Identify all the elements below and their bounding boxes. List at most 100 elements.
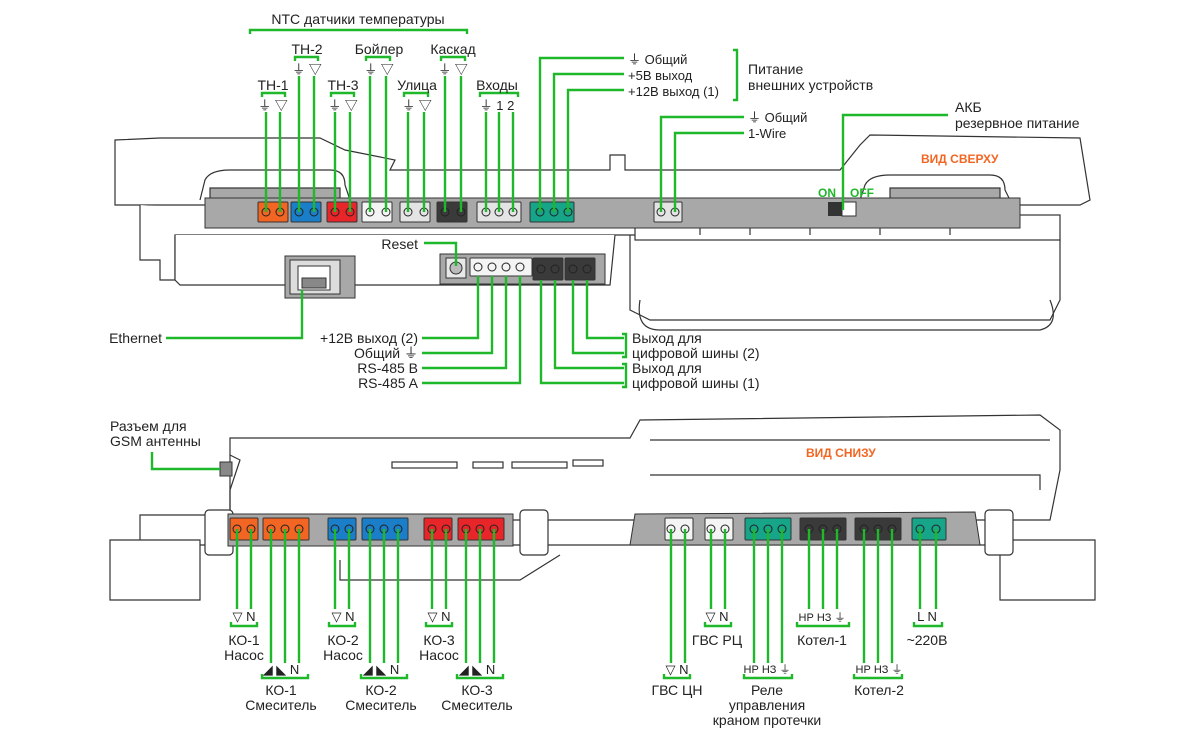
sensor-boiler-pins: ⏚ ▽	[364, 62, 394, 77]
mixer2-pins: ◢ ◣ N	[362, 662, 400, 677]
bus-12v-label: +12В выход (2)	[320, 330, 418, 346]
sensor-th1-pins: ⏚ ▽	[258, 98, 288, 113]
wire	[841, 113, 948, 210]
gsm-wire	[150, 452, 220, 471]
sensor-boiler-label: Бойлер	[354, 41, 404, 57]
screw-terminal	[501, 262, 511, 272]
connector-th2[interactable]	[290, 201, 322, 223]
wire	[673, 131, 744, 212]
sensor-th2-pins: ⏚ ▽	[292, 62, 322, 77]
pump3-pins: ▽ N	[427, 609, 451, 624]
onewire-label: 1-Wire	[748, 126, 787, 141]
bracket	[229, 622, 259, 628]
connector-mains[interactable]	[911, 517, 947, 541]
power-common-label: ⏚ Общий	[628, 52, 688, 67]
wire	[422, 276, 522, 385]
ethernet-label: Ethernet	[109, 330, 162, 346]
reset-wire	[424, 241, 458, 266]
wire	[571, 280, 624, 355]
bracket	[402, 91, 430, 97]
mixer1-name-2: Смеситель	[245, 697, 317, 713]
power-group-label-1: Питание	[748, 61, 804, 77]
pump1-name-1: КО-1	[228, 632, 260, 648]
inputs-label: Входы	[476, 77, 518, 93]
sensor-outdoor-label: Улица	[397, 77, 437, 93]
connector-digital-bus2[interactable]	[564, 257, 596, 281]
connector-dhw-rc[interactable]	[704, 517, 734, 541]
mixer2-name-2: Смеситель	[345, 697, 417, 713]
mixer3-pins: ◢ ◣ N	[458, 662, 496, 677]
top-view-title: ВИД СВЕРХУ	[921, 152, 999, 166]
wire	[585, 280, 624, 340]
screw-terminal	[582, 264, 592, 274]
battery-switch[interactable]	[828, 201, 857, 217]
bracket	[364, 55, 392, 61]
sensor-cascade-label: Каскад	[430, 41, 476, 57]
bracket	[733, 48, 739, 102]
digital-bus1-label-1: Выход для	[632, 360, 702, 376]
wire	[539, 280, 624, 385]
connector-th3[interactable]	[326, 201, 358, 223]
rs485-b-label: RS-485 B	[357, 360, 418, 376]
gsm-label-2: GSM антенны	[110, 433, 201, 449]
pump1-name-2: Насос	[224, 647, 264, 663]
pump2-name-1: КО-2	[327, 632, 359, 648]
bracket	[327, 622, 357, 628]
screw-terminal	[515, 262, 525, 272]
connector-pump2[interactable]	[327, 517, 357, 541]
boiler2-name: Котел-2	[854, 682, 904, 698]
leak-relay-name-3: краном протечки	[712, 712, 822, 728]
connector-bus[interactable]	[469, 257, 533, 277]
bracket	[260, 674, 310, 680]
connector-outdoor-sensor[interactable]	[399, 201, 431, 223]
connector-pump1[interactable]	[229, 517, 259, 541]
dhw-rc-name: ГВС РЦ	[691, 632, 743, 648]
gsm-connector[interactable]	[219, 461, 233, 477]
connector-th1[interactable]	[257, 201, 289, 223]
sensor-th1-label: ТН-1	[257, 77, 289, 93]
screw-terminal	[536, 264, 546, 274]
mixer1-pins: ◢ ◣ N	[262, 662, 300, 677]
connector-cascade[interactable]	[436, 201, 468, 223]
bracket	[329, 91, 356, 97]
brackets	[229, 28, 944, 680]
mains-name: ~220В	[906, 632, 948, 648]
connector-body	[564, 257, 596, 281]
bracket	[478, 91, 520, 97]
bracket	[359, 674, 409, 680]
screw-terminal	[487, 262, 497, 272]
bottom-view-title: ВИД СНИЗУ	[806, 446, 876, 460]
screw-terminal	[550, 264, 560, 274]
bracket	[795, 622, 851, 628]
connector-boiler-sensor[interactable]	[361, 201, 393, 223]
power-group-label-2: внешних устройств	[748, 77, 874, 93]
bracket	[455, 674, 505, 680]
sensor-cascade-pins: ⏚ ▽	[438, 62, 468, 77]
connector-body	[532, 257, 564, 281]
reset-button[interactable]	[445, 257, 467, 279]
wire	[422, 276, 508, 370]
bracket	[703, 622, 733, 628]
pump2-name-2: Насос	[323, 647, 363, 663]
boiler1-pins: НР НЗ ⏚	[798, 612, 846, 624]
sensor-th2-label: ТН-2	[291, 41, 323, 57]
connector-dhw-cn[interactable]	[664, 517, 694, 541]
sensor-outdoor-pins: ⏚ ▽	[402, 98, 432, 113]
bracket	[742, 674, 794, 680]
connector-power-ext[interactable]	[529, 201, 575, 223]
connector-digital-bus1[interactable]	[532, 257, 564, 281]
ethernet-port[interactable]	[289, 259, 341, 295]
boiler1-name: Котел-1	[797, 632, 847, 648]
connector-pump3[interactable]	[423, 517, 453, 541]
sensor-th3-label: ТН-3	[327, 77, 359, 93]
digital-bus2-label-2: цифровой шины (2)	[632, 345, 760, 361]
bracket	[912, 622, 944, 628]
bracket	[248, 28, 469, 34]
connector-onewire[interactable]	[653, 201, 683, 223]
battery-subtitle: резервное питание	[955, 115, 1080, 131]
mixer1-name-1: КО-1	[265, 682, 297, 698]
boiler2-pins: НР НЗ ⏚	[855, 664, 903, 676]
rs485-a-label: RS-485 A	[358, 375, 418, 391]
screw-terminal	[568, 264, 578, 274]
